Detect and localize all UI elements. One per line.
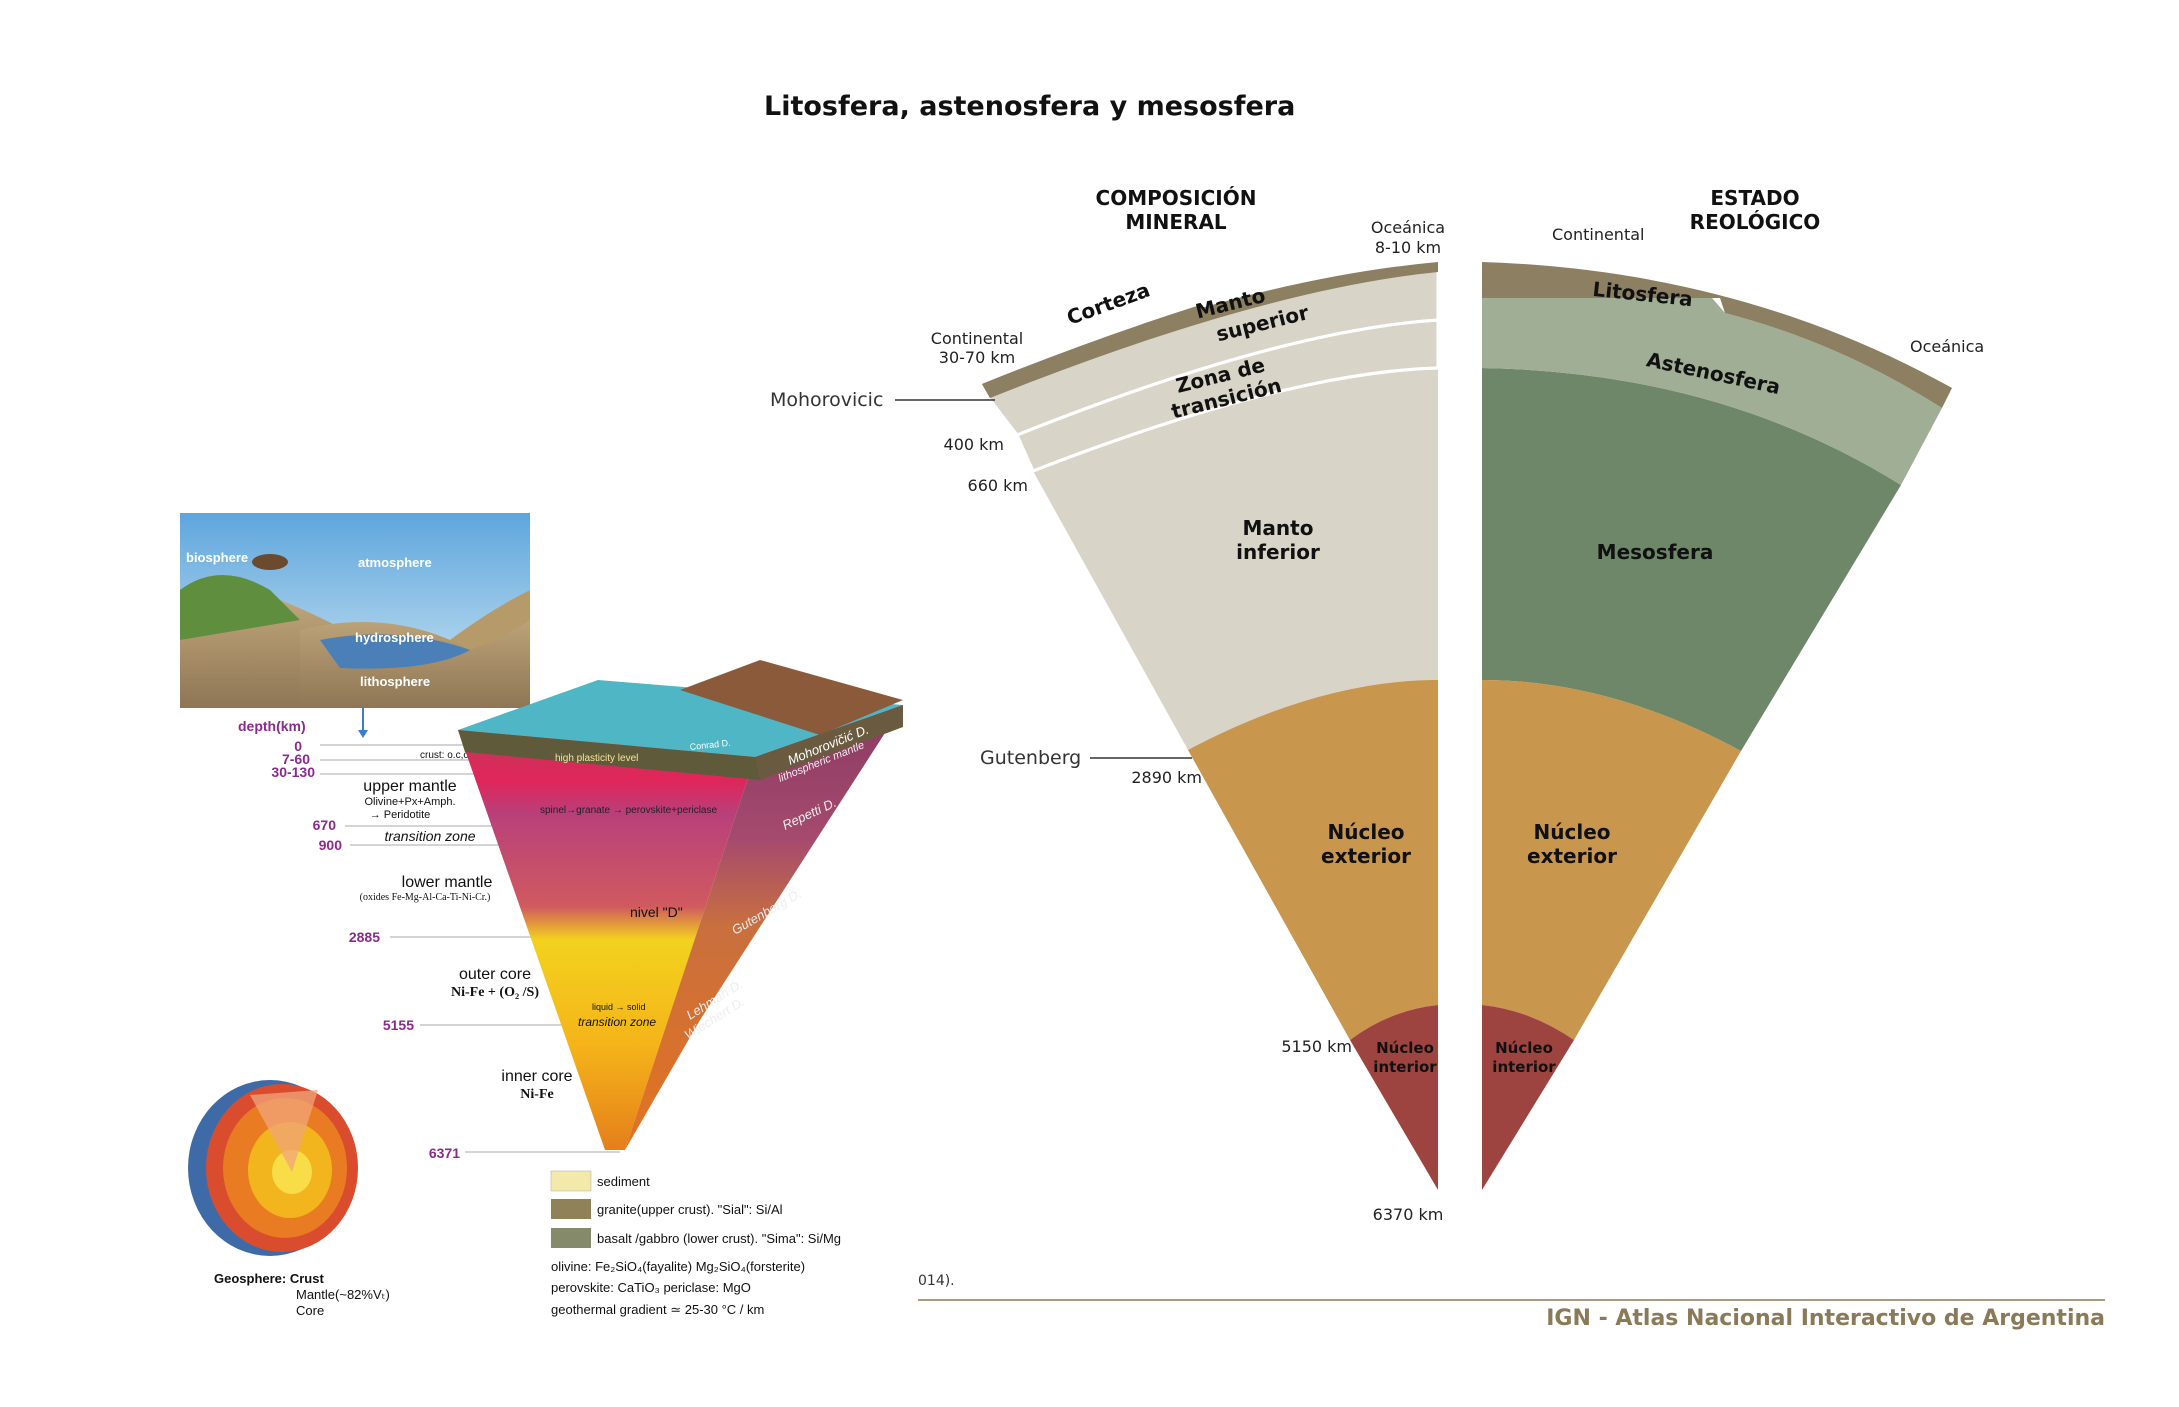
oceanic-left-label-1: Oceánica <box>1371 218 1445 237</box>
rheology-nucleo-interior-label-2: interior <box>1492 1058 1556 1076</box>
upper-mantle-comp-2: → Peridotite <box>370 809 431 821</box>
inner-core-label: inner core <box>501 1068 572 1085</box>
illus-depth-6371: 6371 <box>429 1145 460 1161</box>
conrad-d-label: Conrad D. <box>689 738 731 752</box>
mohorovicic-label: Mohorovicic <box>770 389 883 411</box>
outer-core-label: outer core <box>459 966 531 983</box>
corteza-layer <box>982 262 1438 398</box>
composition-header-line1: COMPOSICIÓN <box>1096 186 1257 210</box>
spinel-label: spinel→granate → perovskite+periclase <box>540 805 717 816</box>
sediment-swatch <box>550 1170 592 1192</box>
depth-2890-label: 2890 km <box>1131 768 1202 787</box>
source-fragment: 014). <box>918 1273 955 1289</box>
transition-zone-label: transition zone <box>384 828 475 844</box>
rheology-nucleo-exterior-label-1: Núcleo <box>1534 820 1611 844</box>
composition-header-line2: MINERAL <box>1125 210 1227 234</box>
continental-right-label: Continental <box>1552 225 1644 244</box>
geosphere-label-1: Geosphere: Crust <box>214 1271 324 1286</box>
outer-core-comp: Ni-Fe + (O₂ /S) <box>451 985 539 1000</box>
rheology-nucleo-interior-label-1: Núcleo <box>1495 1039 1553 1057</box>
illus-depth-5155: 5155 <box>383 1017 414 1033</box>
legend-sediment: sediment <box>597 1174 650 1189</box>
depth-6370-label: 6370 km <box>1373 1205 1444 1224</box>
legend-granite: granite(upper crust). "Sial": Si/Al <box>597 1202 783 1217</box>
illustration-legend: sediment granite(upper crust). "Sial": S… <box>550 1170 841 1317</box>
footer-credit: IGN - Atlas Nacional Interactivo de Arge… <box>1546 1306 2105 1331</box>
astenosfera-layer <box>1482 298 1942 485</box>
composition-header: COMPOSICIÓN MINERAL <box>1096 186 1257 234</box>
illus-depth-30-130: 30-130 <box>271 764 315 780</box>
high-plasticity-label: high plasticity level <box>555 753 638 764</box>
continental-left-label-1: Continental <box>931 329 1023 348</box>
mineral-line-3: geothermal gradient ≃ 25-30 °C / km <box>551 1302 764 1317</box>
illus-depth-2885: 2885 <box>349 929 380 945</box>
granite-swatch <box>551 1199 591 1219</box>
mineral-line-2: perovskite: CaTiO₃ periclase: MgO <box>551 1280 751 1295</box>
upper-mantle-label: upper mantle <box>363 778 456 795</box>
mesosfera-label: Mesosfera <box>1597 540 1714 564</box>
manto-inferior-label-1: Manto <box>1243 516 1314 540</box>
depth-scale: 0 7-60 30-130 670 900 2885 5155 6371 <box>271 738 620 1161</box>
rheology-header-line1: ESTADO <box>1710 186 1799 210</box>
inner-core-comp: Ni-Fe <box>520 1087 553 1102</box>
nucleo-exterior-label-2: exterior <box>1321 844 1411 868</box>
spheres-landscape-image: biosphere atmosphere hydrosphere lithosp… <box>180 513 530 708</box>
mineral-line-1: olivine: Fe₂SiO₄(fayalite) Mg₂SiO₄(forst… <box>551 1259 805 1274</box>
basalt-swatch <box>551 1228 591 1248</box>
upper-mantle-comp-1: Olivine+Px+Amph. <box>364 796 455 808</box>
page-title: Litosfera, astenosfera y mesosfera <box>764 91 1295 122</box>
gutenberg-label: Gutenberg <box>980 747 1081 769</box>
lithosphere-label: lithosphere <box>360 674 430 689</box>
depth-660-label: 660 km <box>968 476 1028 495</box>
rheology-header-line2: REOLÓGICO <box>1690 210 1821 234</box>
rheology-header: ESTADO REOLÓGICO <box>1690 186 1821 234</box>
geosphere-label-2: Mantle(~82%Vₜ) <box>296 1287 390 1302</box>
nucleo-exterior-layer <box>1188 680 1438 1040</box>
geosphere-image <box>188 1080 358 1256</box>
rheology-wedge <box>1482 262 1952 1190</box>
illus-depth-0: 0 <box>294 738 302 754</box>
nivel-d-label: nivel "D" <box>630 904 683 920</box>
corteza-label: Corteza <box>1064 278 1154 330</box>
geosphere-label-3: Core <box>296 1303 324 1318</box>
manto-inferior-layer <box>1033 368 1438 750</box>
rheology-nucleo-interior-layer <box>1482 1005 1574 1190</box>
depth-5150-label: 5150 km <box>1281 1037 1352 1056</box>
litosfera-layer <box>1482 262 1952 408</box>
nucleo-interior-label-2: interior <box>1373 1058 1437 1076</box>
depth-title: depth(km) <box>238 718 306 734</box>
lower-mantle-comp: (oxides Fe-Mg-Al-Ca-Ti-Ni-Cr.) <box>360 892 491 903</box>
atmosphere-label: atmosphere <box>358 555 432 570</box>
crust-note: crust: o.c,c.c. <box>420 750 479 761</box>
rheology-nucleo-exterior-layer <box>1482 680 1741 1040</box>
oceanic-right-label: Oceánica <box>1910 337 1984 356</box>
mesosfera-layer <box>1482 368 1901 751</box>
earth-structure-illustration: biosphere atmosphere hydrosphere lithosp… <box>0 480 915 1360</box>
oceanic-left-label-2: 8-10 km <box>1375 238 1441 257</box>
illus-depth-670: 670 <box>313 817 337 833</box>
depth-400-label: 400 km <box>944 435 1004 454</box>
biosphere-label: biosphere <box>186 550 248 565</box>
nucleo-interior-label-1: Núcleo <box>1376 1039 1434 1057</box>
legend-basalt: basalt /gabbro (lower crust). "Sima": Si… <box>597 1231 841 1246</box>
nucleo-exterior-label-1: Núcleo <box>1328 820 1405 844</box>
hydrosphere-label: hydrosphere <box>355 630 434 645</box>
illus-depth-900: 900 <box>319 837 343 853</box>
lower-mantle-label: lower mantle <box>402 874 493 891</box>
corteza-continental-thick <box>982 305 1205 398</box>
block-transition-zone-label: transition zone <box>578 1015 656 1029</box>
composition-wedge <box>982 262 1440 1190</box>
nucleo-interior-layer <box>1350 1005 1438 1190</box>
continental-left-label-2: 30-70 km <box>939 348 1015 367</box>
illus-depth-7-60: 7-60 <box>282 751 310 767</box>
manto-inferior-label-2: inferior <box>1236 540 1320 564</box>
rheology-nucleo-exterior-label-2: exterior <box>1527 844 1617 868</box>
liquid-solid-label: liquid → solid <box>592 1002 646 1012</box>
